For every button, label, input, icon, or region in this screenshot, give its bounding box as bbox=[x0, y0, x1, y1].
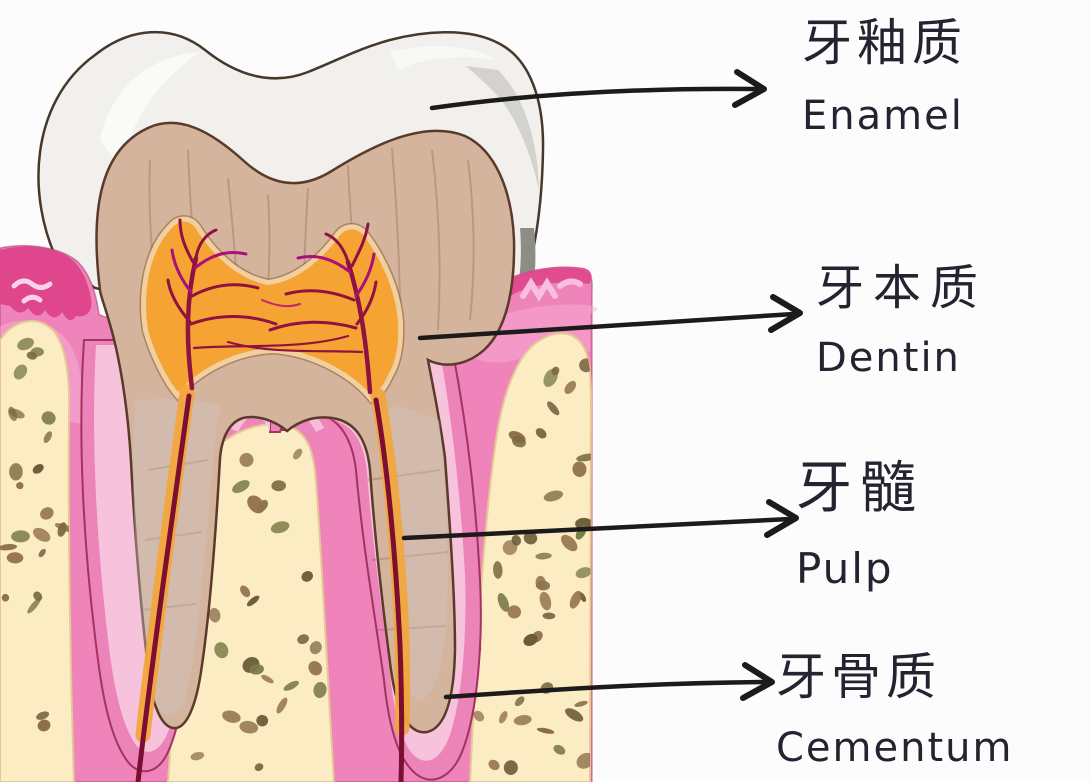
pointer-arrows bbox=[401, 69, 803, 701]
label-enamel-en: Enamel bbox=[802, 93, 964, 139]
label-cementum-en: Cementum bbox=[776, 725, 1014, 771]
pulp-vessels bbox=[166, 218, 378, 395]
label-pulp-zh: 牙髓 bbox=[796, 456, 924, 521]
label-dentin: 牙本质 Dentin bbox=[816, 262, 987, 381]
arrow-enamel-head bbox=[732, 69, 767, 108]
label-pulp-en: Pulp bbox=[796, 543, 894, 593]
arrow-cementum-head bbox=[740, 662, 775, 701]
root-canal-left bbox=[135, 393, 192, 782]
arrow-dentin bbox=[417, 311, 797, 341]
root-canal-right bbox=[373, 397, 405, 782]
enamel-shade-right bbox=[466, 66, 539, 190]
bone-speckles-left bbox=[0, 337, 74, 732]
arrow-cementum bbox=[443, 679, 769, 700]
label-enamel-zh: 牙釉质 bbox=[802, 14, 967, 72]
arrow-dentin-head bbox=[768, 294, 803, 333]
jaw-bone-left bbox=[0, 320, 76, 782]
label-dentin-en: Dentin bbox=[816, 334, 961, 381]
arrow-pulp bbox=[401, 516, 793, 541]
arrow-pulp-head bbox=[764, 499, 799, 538]
root-canal-lines bbox=[135, 393, 405, 782]
enamel-highlight bbox=[100, 52, 200, 170]
label-cementum-zh: 牙骨质 bbox=[776, 648, 941, 706]
label-dentin-zh: 牙本质 bbox=[816, 260, 988, 316]
enamel-highlight-right bbox=[390, 45, 496, 70]
label-cementum: 牙骨质 Cementum bbox=[776, 648, 1014, 772]
label-enamel: 牙釉质 Enamel bbox=[802, 14, 967, 140]
arrow-enamel bbox=[429, 86, 759, 111]
label-pulp: 牙髓 Pulp bbox=[796, 458, 924, 593]
gum-crest-highlights bbox=[11, 277, 583, 304]
